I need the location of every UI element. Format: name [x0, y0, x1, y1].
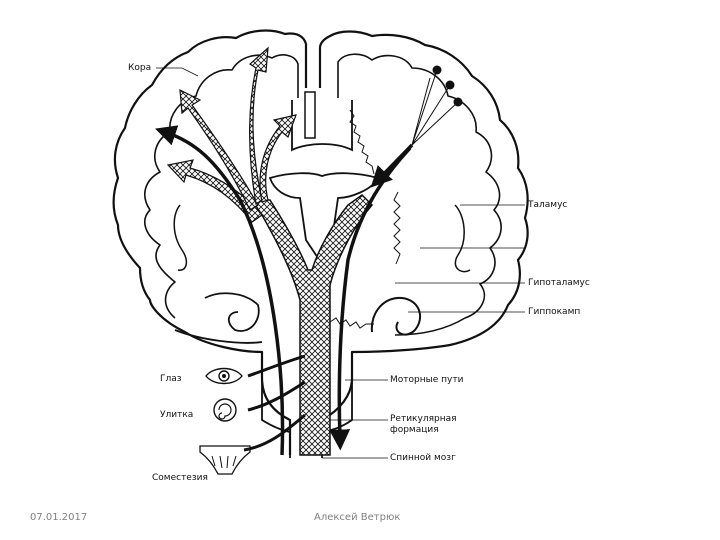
- label-cochlea: Улитка: [160, 410, 194, 420]
- left-temporal-lobe: [174, 292, 263, 344]
- label-cortex: Кора: [128, 63, 152, 73]
- eye-input-line: [247, 354, 306, 378]
- reticular-formation-stem: [250, 194, 374, 456]
- label-reticular-line1: Ретикулярная: [390, 414, 457, 424]
- skin-icon: [199, 445, 251, 475]
- sensory-ascending-arrow: [155, 125, 285, 456]
- cochlea-icon: [213, 398, 237, 422]
- wavy-fiber-2: [393, 191, 401, 265]
- wavy-fiber-1: [349, 109, 375, 175]
- leader-cortex: [156, 67, 199, 77]
- footer-author: Алексей Ветрюк: [314, 512, 401, 523]
- corpus-callosum: [291, 100, 353, 152]
- label-somatosensory: Соместезия: [152, 473, 208, 483]
- label-motor-paths: Моторные пути: [390, 375, 464, 385]
- label-hippocampus: Гиппокамп: [528, 307, 581, 317]
- cochlea-input-line: [247, 380, 306, 412]
- footer-date: 07.01.2017: [30, 512, 88, 523]
- soma-input-line: [243, 413, 306, 452]
- eye-icon: [205, 367, 243, 385]
- label-thalamus: Таламус: [528, 200, 568, 210]
- reticular-branch-right: [259, 114, 297, 203]
- reticular-branch-up-center: [249, 46, 269, 206]
- cortex-inner-outline: [144, 53, 502, 336]
- label-spinal-cord: Спинной мозг: [390, 453, 456, 463]
- cortex-to-thalamus-arrow: [370, 143, 414, 188]
- label-hypothalamus: Гипоталамус: [528, 278, 590, 288]
- wavy-fiber-3: [329, 317, 374, 329]
- label-eye: Глаз: [160, 374, 182, 384]
- neuron-fan: [411, 69, 459, 146]
- label-reticular-line2: формация: [390, 425, 439, 435]
- brain-outline: [112, 29, 529, 455]
- hippocampus-shape: [370, 296, 422, 336]
- reticular-branch-up-left: [179, 88, 259, 211]
